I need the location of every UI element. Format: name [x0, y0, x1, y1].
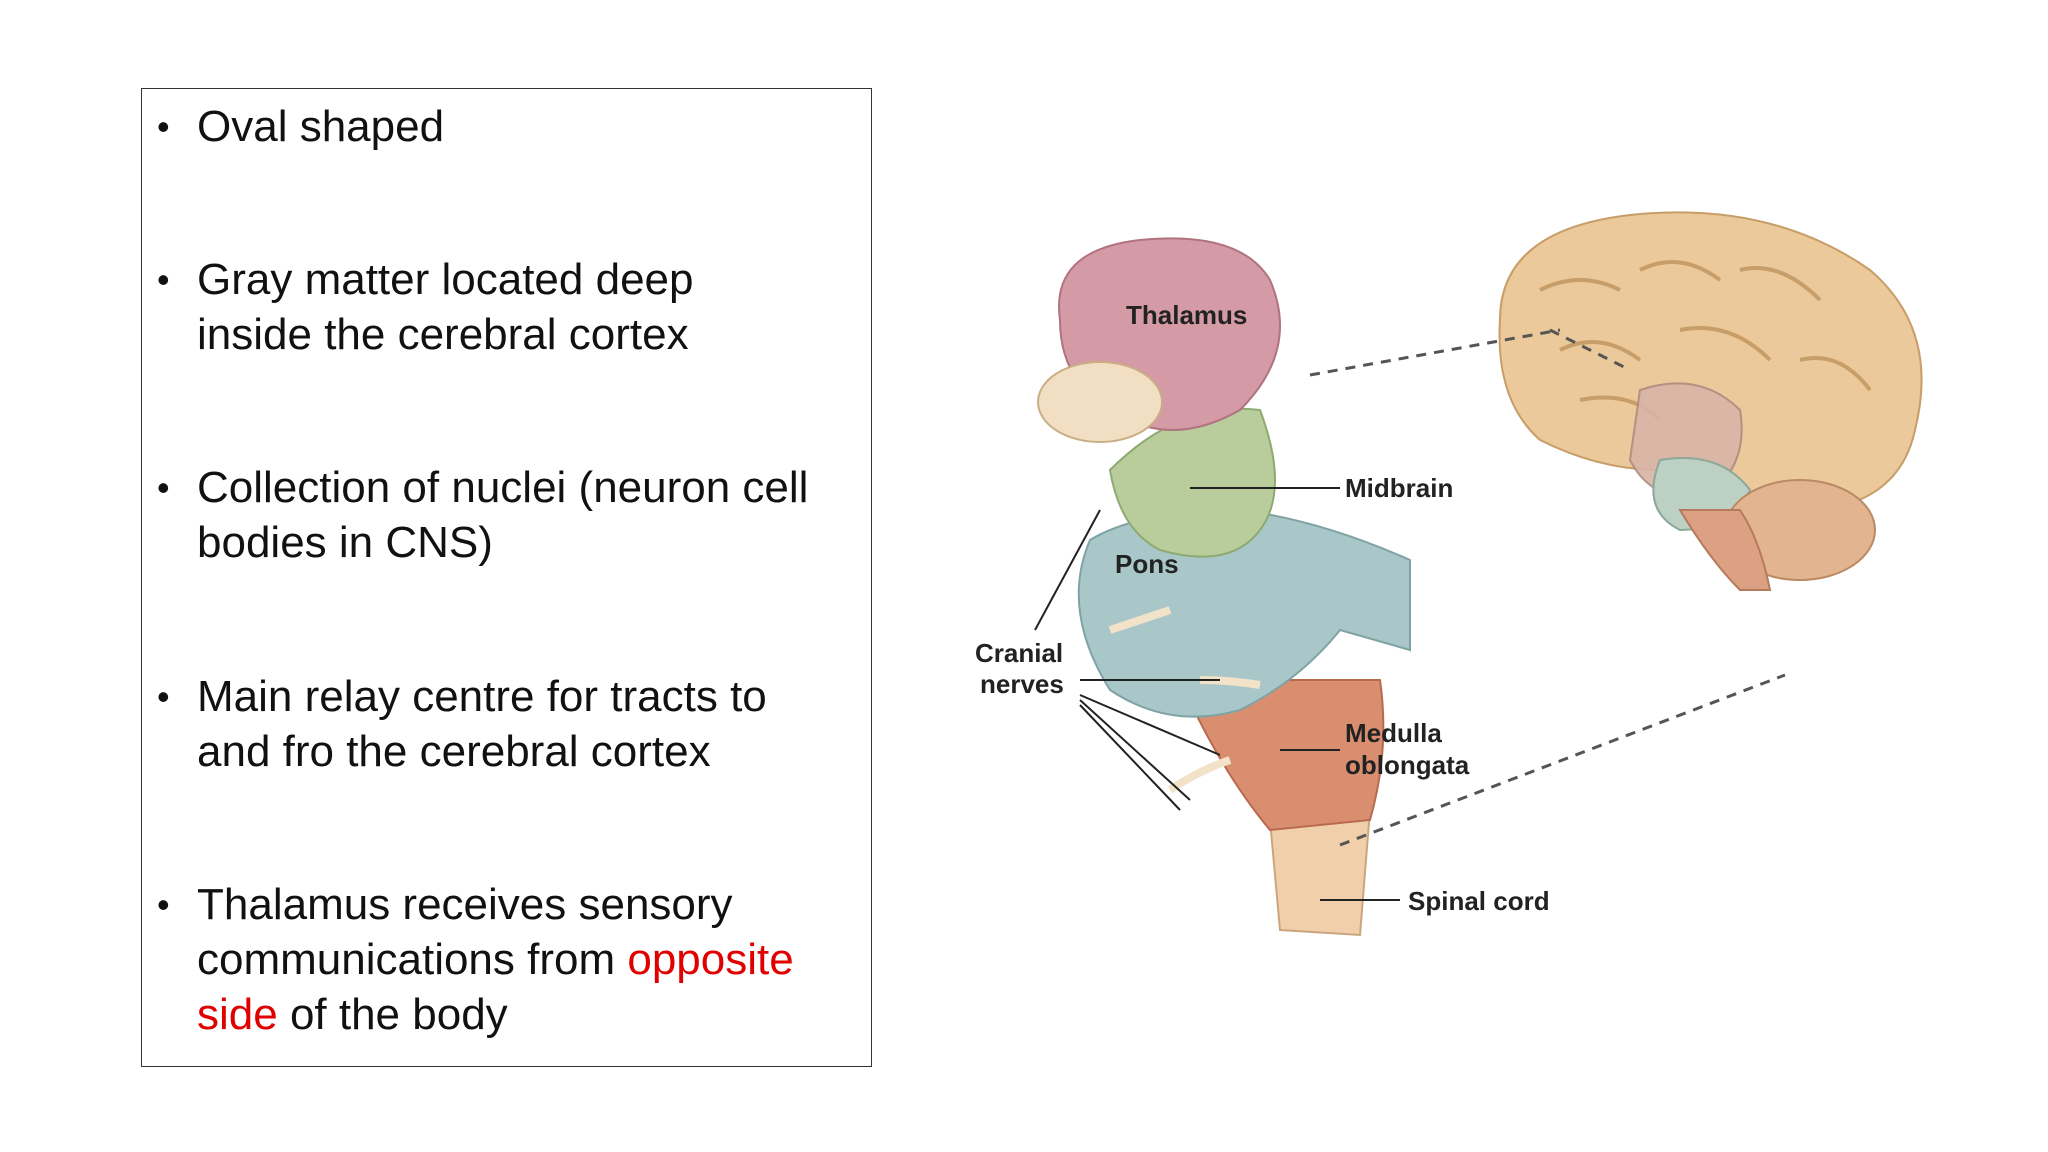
leader-line	[1034, 509, 1101, 631]
leader-line	[1079, 699, 1191, 801]
bullet-text-line: Gray matter located deep	[197, 255, 694, 304]
bullet-item-gray-matter: • Gray matter located deep inside the ce…	[142, 252, 842, 362]
label-medulla-line1: Medulla	[1345, 718, 1442, 748]
label-cranial-nerves-line2: nerves	[980, 669, 1064, 699]
cerebrum-shape	[1498, 211, 1923, 512]
label-midbrain: Midbrain	[1345, 473, 1453, 503]
brain-gyri	[1539, 260, 1872, 422]
dashed-connector	[1309, 328, 1561, 377]
leader-line	[1079, 694, 1221, 756]
label-cranial-nerves-line1: Cranial	[975, 638, 1063, 668]
brainstem-diagram: Thalamus Midbrain Pons Cranial nerves Me…	[940, 210, 1990, 970]
bullet-text-prefix: communications from	[197, 935, 628, 984]
bullet-dot-icon: •	[157, 259, 170, 300]
brain-stem-small	[1678, 509, 1772, 591]
cut-surface-shape	[1037, 361, 1163, 443]
bullet-text-suffix: of the body	[277, 990, 508, 1039]
bullet-text-line: Main relay centre for tracts to	[197, 672, 767, 721]
bullet-dot-icon: •	[157, 106, 170, 147]
label-medulla-line2: oblongata	[1345, 750, 1470, 780]
dashed-connector	[1339, 673, 1786, 847]
bullet-item-collection-of-nuclei: • Collection of nuclei (neuron cell bodi…	[142, 460, 842, 570]
brainstem-illustration: Thalamus Midbrain Pons Cranial nerves Me…	[975, 211, 1923, 937]
dashed-connector	[1549, 328, 1631, 372]
label-spinal-cord: Spinal cord	[1408, 886, 1550, 916]
whole-brain	[1498, 211, 1923, 591]
medulla-shape	[1178, 679, 1385, 832]
bullet-text-line: and fro the cerebral cortex	[197, 727, 711, 776]
nerve-shape	[1167, 756, 1232, 794]
bullet-item-oval-shaped: • Oval shaped	[142, 99, 842, 154]
bullet-item-main-relay-centre: • Main relay centre for tracts to and fr…	[142, 669, 842, 779]
brainstem-shapes	[1037, 237, 1411, 937]
nerve-shape	[1108, 606, 1172, 634]
bullet-text-line: Thalamus receives sensory	[197, 880, 733, 929]
bullet-text-box: • Oval shaped • Gray matter located deep…	[141, 88, 872, 1067]
bullet-item-thalamus-receives: • Thalamus receives sensory communicatio…	[142, 877, 842, 1042]
label-pons: Pons	[1115, 549, 1179, 579]
bullet-dot-icon: •	[157, 467, 170, 508]
bullet-text-line: bodies in CNS)	[197, 518, 493, 567]
bullet-dot-icon: •	[157, 676, 170, 717]
bullet-text-line: inside the cerebral cortex	[197, 310, 689, 359]
bullet-text-line: Collection of nuclei (neuron cell	[197, 463, 809, 512]
leader-line	[1079, 704, 1181, 811]
bullet-text: Oval shaped	[197, 102, 445, 151]
highlight-text: side	[197, 990, 278, 1039]
bullet-dot-icon: •	[157, 884, 170, 925]
label-thalamus: Thalamus	[1126, 300, 1247, 330]
highlight-text: opposite	[627, 935, 794, 984]
